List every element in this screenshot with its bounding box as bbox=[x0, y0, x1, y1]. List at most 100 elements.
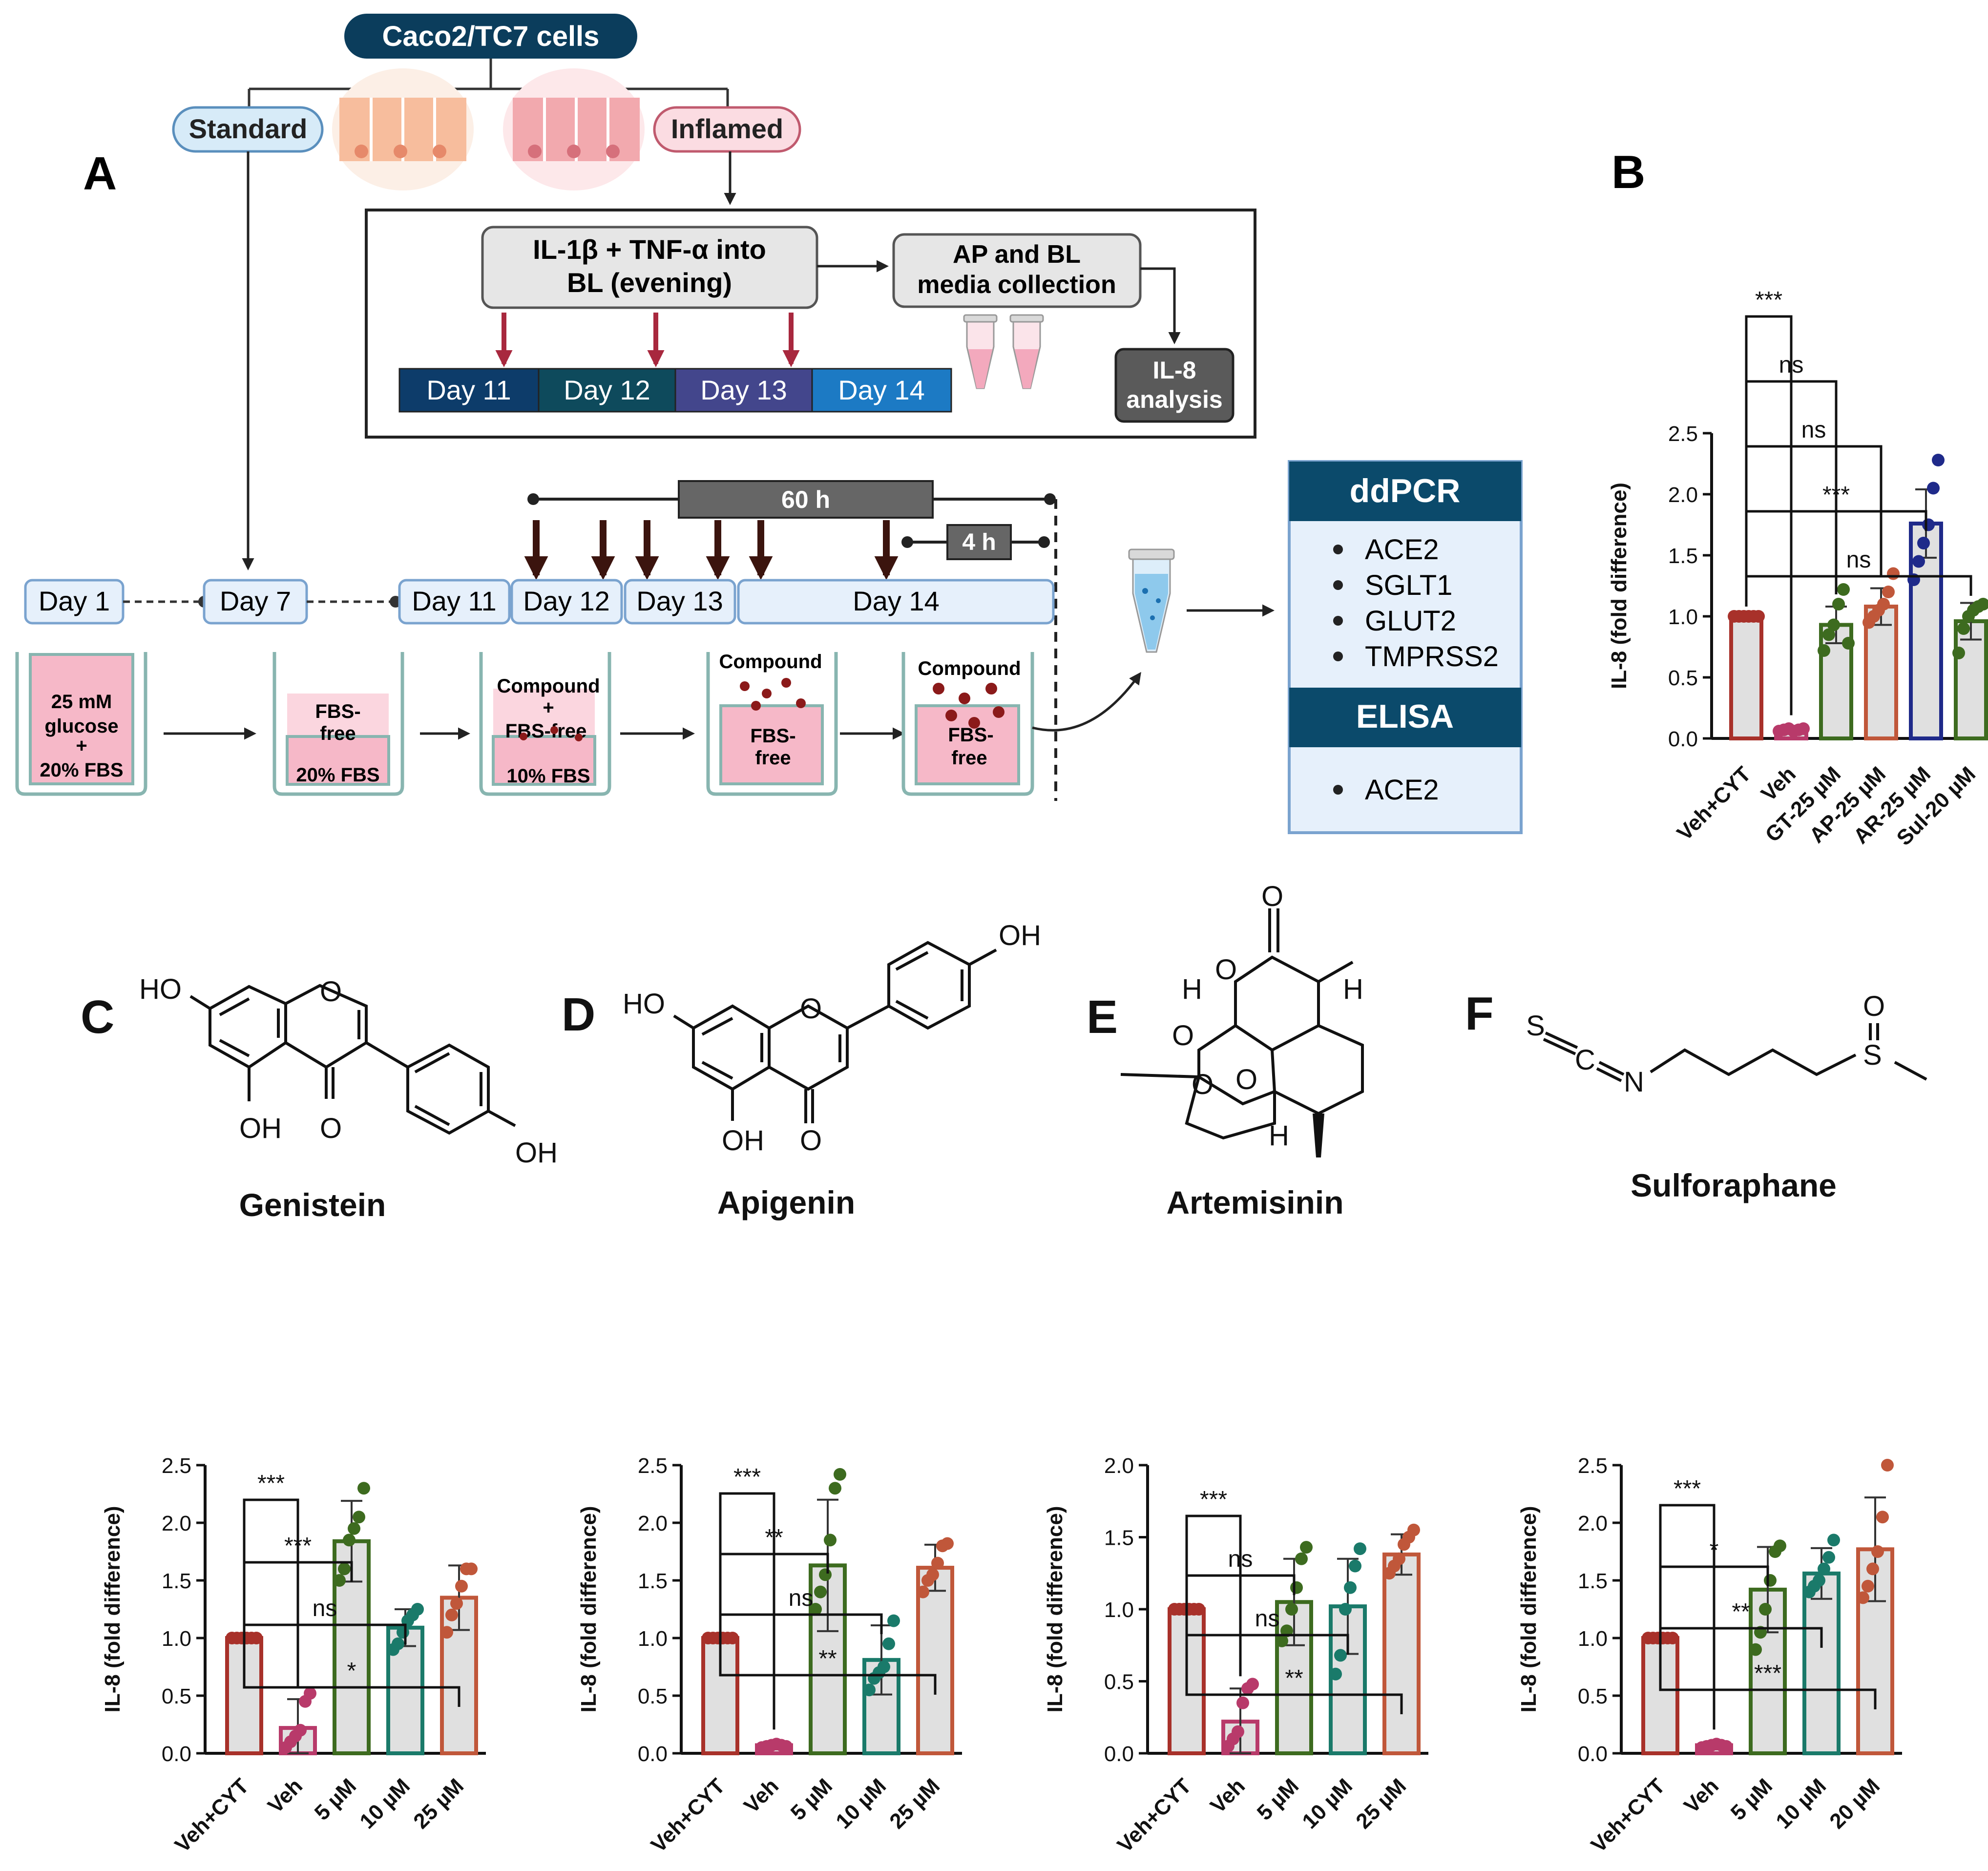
chart-b-significance-label: ns bbox=[1779, 352, 1804, 378]
inflamed-cells-illustration bbox=[503, 68, 645, 190]
svg-text:O: O bbox=[320, 976, 342, 1008]
standard-label: Standard bbox=[189, 113, 308, 144]
svg-text:+: + bbox=[76, 735, 87, 757]
chart-f-data-point bbox=[1666, 1632, 1679, 1644]
chart-f-data-point bbox=[1876, 1511, 1889, 1524]
chart-b-x-tick-label: Veh+CYT bbox=[1673, 762, 1756, 845]
chart-e-data-point bbox=[1236, 1696, 1249, 1709]
chart-f-x-tick-label: 20 µM bbox=[1825, 1774, 1884, 1833]
chart-f: 0.00.51.01.52.02.5IL-8 (fold difference)… bbox=[1517, 1454, 1902, 1857]
chart-c-y-tick-label: 2.0 bbox=[162, 1512, 191, 1535]
chart-d-data-point bbox=[829, 1482, 841, 1495]
chart-f-data-point bbox=[1813, 1574, 1825, 1587]
chart-e-data-point bbox=[1329, 1667, 1342, 1681]
chart-d-data-point bbox=[834, 1468, 846, 1481]
chart-e-data-point bbox=[1339, 1603, 1352, 1616]
bottom-timeline: Day 1 Day 7 Day 11 Day 12 Day 13 Day 14 bbox=[24, 579, 1055, 625]
svg-text:HO: HO bbox=[623, 988, 665, 1020]
chart-b-significance-bracket bbox=[1745, 445, 1883, 607]
chart-e-data-point bbox=[1232, 1725, 1244, 1738]
chart-f-significance-label: *** bbox=[1674, 1476, 1701, 1502]
chart-e-y-tick-label: 2.0 bbox=[1104, 1454, 1134, 1478]
assay-box: ddPCR ACE2 SGLT1 GLUT2 TMPRSS2 ELISA ACE… bbox=[1288, 460, 1523, 834]
ddpcr-item-sglt1: SGLT1 bbox=[1365, 569, 1452, 601]
svg-text:H: H bbox=[1182, 973, 1202, 1005]
chart-e-data-point bbox=[1295, 1552, 1308, 1565]
chart-c-data-point bbox=[440, 1626, 453, 1639]
svg-text:FBS-free: FBS-free bbox=[505, 720, 587, 742]
chart-f-x-tick-label: 10 µM bbox=[1771, 1774, 1831, 1833]
chart-f-significance-bracket bbox=[1659, 1628, 1877, 1709]
chart-b-significance-bracket bbox=[1745, 575, 1972, 607]
chart-d-y-tick-label: 0.5 bbox=[638, 1684, 668, 1708]
chart-b-data-point bbox=[1917, 537, 1930, 549]
chart-f-y-tick-label: 0.5 bbox=[1578, 1684, 1608, 1708]
to-analysis-arrow bbox=[1032, 672, 1141, 732]
svg-text:OH: OH bbox=[239, 1113, 282, 1144]
chart-e-significance-bracket bbox=[1185, 1574, 1296, 1599]
chart-f-x-tick-label: Veh bbox=[1679, 1774, 1723, 1818]
svg-text:O: O bbox=[800, 1125, 822, 1156]
chart-e-data-point bbox=[1354, 1542, 1366, 1556]
chart-b-data-point bbox=[1957, 622, 1970, 635]
structure-panels: C D E F HO O OH O OH Genistein HO O OH O… bbox=[81, 881, 1927, 1223]
chart-c-data-point bbox=[397, 1626, 409, 1639]
svg-text:FBS-: FBS- bbox=[750, 725, 795, 747]
svg-text:O: O bbox=[1261, 881, 1283, 912]
chart-d-y-label: IL-8 (fold difference) bbox=[577, 1506, 601, 1713]
chart-c-data-point bbox=[343, 1534, 356, 1547]
chart-c-significance-label: *** bbox=[284, 1533, 312, 1559]
chart-c-y-tick-label: 1.5 bbox=[162, 1569, 191, 1593]
chart-b-data-point bbox=[1797, 722, 1810, 735]
chart-e-data-point bbox=[1407, 1523, 1420, 1536]
chart-b-data-point bbox=[1977, 598, 1988, 610]
chart-d-x-tick-label: 5 µM bbox=[786, 1774, 837, 1825]
chart-b-significance-bracket bbox=[1745, 510, 1927, 607]
chart-f-data-point bbox=[1881, 1459, 1894, 1472]
chart-f-data-point bbox=[1862, 1579, 1874, 1593]
cell-line-label: Caco2/TC7 cells bbox=[382, 21, 600, 52]
svg-text:10% FBS: 10% FBS bbox=[506, 765, 590, 787]
chart-e-significance-label: ** bbox=[1285, 1665, 1303, 1691]
chart-c-data-point bbox=[465, 1562, 478, 1576]
chart-b-significance-label: ns bbox=[1846, 547, 1871, 573]
top-day-12-label: Day 12 bbox=[564, 375, 650, 405]
chart-b-data-point bbox=[1832, 598, 1845, 610]
chart-b-data-point bbox=[1952, 647, 1965, 659]
chart-b-data-point bbox=[1877, 598, 1890, 610]
chart-f-data-point bbox=[1818, 1562, 1830, 1576]
chart-b-data-point bbox=[1822, 628, 1835, 641]
chart-d-significance-label: ns bbox=[789, 1585, 814, 1611]
svg-text:H: H bbox=[1269, 1120, 1289, 1152]
svg-text:Compound: Compound bbox=[918, 658, 1021, 679]
chart-f-y-tick-label: 2.0 bbox=[1578, 1512, 1608, 1535]
chart-c-data-point bbox=[411, 1603, 424, 1616]
chart-c-significance-bracket bbox=[243, 1561, 353, 1628]
inflamed-pill bbox=[653, 106, 801, 153]
svg-text:O: O bbox=[800, 993, 822, 1025]
day-1-label: Day 1 bbox=[39, 586, 110, 616]
chart-c-data-point bbox=[392, 1637, 404, 1650]
chart-e-significance-label: *** bbox=[1200, 1487, 1227, 1513]
sulforaphane-structure bbox=[1543, 1023, 1927, 1082]
chart-f-bar bbox=[1802, 1571, 1841, 1756]
chart-d-data-point bbox=[809, 1603, 822, 1616]
svg-text:free: free bbox=[951, 747, 987, 769]
day-13-label: Day 13 bbox=[636, 586, 723, 616]
well-5: Compound FBS- free bbox=[901, 652, 1034, 796]
chart-e-x-tick-label: Veh+CYT bbox=[1113, 1774, 1196, 1857]
chart-e-x-tick-label: 10 µM bbox=[1297, 1774, 1357, 1833]
svg-text:free: free bbox=[320, 723, 356, 744]
svg-text:O: O bbox=[1235, 1064, 1257, 1095]
chart-e-data-point bbox=[1300, 1541, 1313, 1554]
chart-d-data-point bbox=[819, 1568, 832, 1581]
chart-e-data-point bbox=[1393, 1552, 1405, 1565]
chart-f-data-point bbox=[1749, 1643, 1762, 1656]
chart-e-data-point bbox=[1285, 1603, 1298, 1616]
svg-text:O: O bbox=[1192, 1069, 1214, 1100]
svg-text:20% FBS: 20% FBS bbox=[40, 759, 123, 781]
chart-f-y-tick-label: 1.0 bbox=[1578, 1627, 1608, 1651]
60h-box bbox=[678, 480, 934, 519]
chart-b-data-point bbox=[1887, 567, 1900, 580]
chart-c-x-tick-label: 10 µM bbox=[355, 1774, 415, 1833]
